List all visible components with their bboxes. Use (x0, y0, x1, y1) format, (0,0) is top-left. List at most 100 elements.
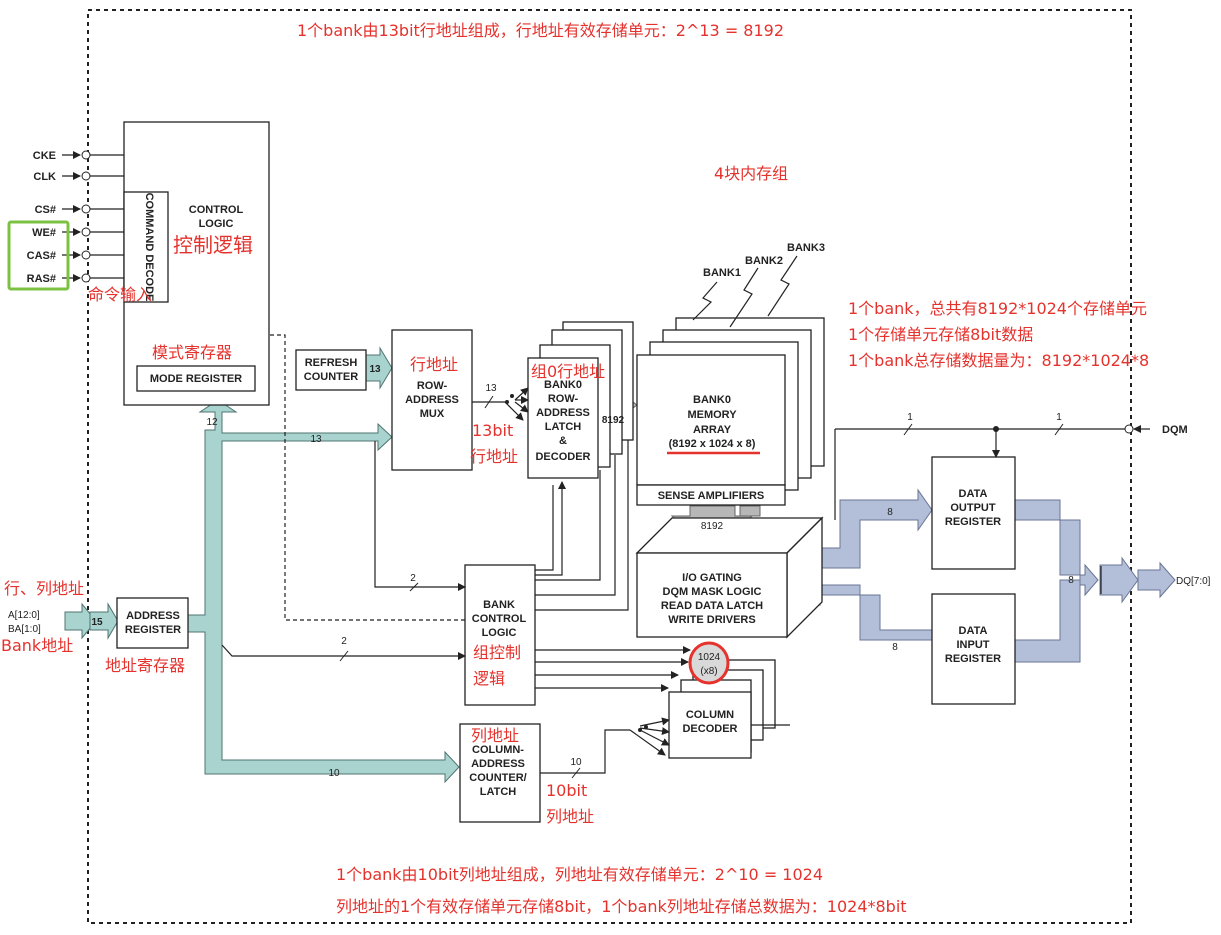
ras-label: RAS# (27, 273, 56, 285)
dout-label-3: REGISTER (945, 516, 1001, 528)
bank1-label: BANK1 (703, 267, 741, 279)
bank-ctrl-label-3: LOGIC (482, 627, 517, 639)
io-label-3: READ DATA LATCH (661, 600, 763, 612)
row-latch-label-2: ROW- (548, 393, 579, 405)
bank2-label: BANK2 (745, 255, 783, 267)
cke-label: CKE (33, 150, 56, 162)
address-register-block (116, 597, 189, 649)
column-width-highlight (688, 641, 730, 685)
bank-ctrl-label-2: CONTROL (472, 613, 527, 625)
anno-row-13bit: 13bit (472, 421, 513, 440)
anno-col-10bit: 10bit (546, 781, 587, 800)
anno-bank-control: 组控制 (473, 643, 521, 662)
address-bus (187, 399, 460, 784)
dout-label-2: OUTPUT (950, 502, 996, 514)
command-pins-highlight (7, 220, 70, 291)
width-12: 12 (206, 417, 218, 428)
width-13-row: 13 (485, 383, 497, 394)
control-logic-title-1: CONTROL (189, 204, 244, 216)
we-label: WE# (32, 227, 56, 239)
wires (62, 150, 1150, 779)
ba-pin-label: BA[1:0] (8, 624, 41, 635)
dqm-label: DQM (1162, 424, 1188, 436)
read-data-bus (802, 488, 933, 569)
width-2-row: 2 (410, 573, 416, 584)
anno-address-register: 地址寄存器 (105, 656, 185, 675)
anno-col-10bit-2: 列地址 (546, 807, 594, 826)
bank3-label: BANK3 (787, 242, 825, 254)
dq-bus-arrow-right (1137, 561, 1176, 599)
col-decoder-label-2: DECODER (682, 723, 737, 735)
refresh-label-1: REFRESH (305, 357, 358, 369)
col-decoder-label-1: COLUMN (686, 709, 734, 721)
dout-label-1: DATA (959, 488, 988, 500)
note-column-total: 列地址的1个有效存储单元存储8bit，1个bank列地址存储总数据为：1024*… (336, 897, 907, 916)
io-label-4: WRITE DRIVERS (668, 614, 755, 626)
anno-bank0-row: 组0行地址 (531, 362, 605, 381)
cas-label: CAS# (27, 250, 56, 262)
io-label-1: I/O GATING (682, 572, 742, 584)
clk-label: CLK (33, 171, 56, 183)
note-bank-capacity-2: 1个存储单元存储8bit数据 (848, 325, 1033, 344)
bank-control-logic-block (464, 564, 536, 706)
width-10-bus: 10 (328, 768, 340, 779)
row-latch-label-1: BANK0 (544, 379, 582, 391)
width-8-dq: 8 (1068, 575, 1074, 586)
control-logic-title-2: LOGIC (199, 218, 234, 230)
width-1-dqm-b: 1 (1056, 412, 1062, 423)
command-decode-block (123, 191, 169, 303)
anno-row-13bit-2: 行地址 (470, 447, 518, 466)
column-address-counter (459, 723, 541, 823)
mode-register-label: MODE REGISTER (150, 373, 242, 385)
width-8192-row: 8192 (602, 415, 625, 426)
width-2-bank: 2 (341, 636, 347, 647)
width-13-bus: 13 (310, 434, 322, 445)
io-label-2: DQM MASK LOGIC (663, 586, 762, 598)
note-bank-capacity-3: 1个bank总存储数据量为：8192*1024*8 (848, 351, 1149, 370)
width-1-dqm-a: 1 (907, 412, 913, 423)
anno-control-logic: 控制逻辑 (173, 233, 253, 257)
width-13-refresh: 13 (369, 364, 381, 375)
data-input-register (931, 593, 1016, 705)
bank0-label-3: ARRAY (693, 424, 732, 436)
width-8-read: 8 (887, 507, 893, 518)
io-gating-block (636, 552, 788, 638)
din-label-1: DATA (959, 625, 988, 637)
row-latch-bank0 (527, 357, 599, 479)
mode-register-block (136, 365, 256, 392)
addr-reg-label-2: REGISTER (125, 624, 181, 636)
col-width-label-2: (x8) (700, 666, 717, 677)
addr-pin-label: A[12:0] (8, 610, 40, 621)
anno-row-col-address: 行、列地址 (4, 579, 84, 598)
sense-amplifiers-block (636, 484, 786, 506)
row-mux-label-3: MUX (420, 408, 445, 420)
bank0-label-4: (8192 x 1024 x 8) (669, 438, 756, 450)
address-input-arrow-2 (89, 602, 119, 640)
note-row-address: 1个bank由13bit行地址组成，行地址有效存储单元：2^13 = 8192 (297, 21, 784, 40)
sense-io-bus-shadow (739, 505, 761, 517)
din-label-3: REGISTER (945, 653, 1001, 665)
width-8-write: 8 (892, 642, 898, 653)
col-counter-label-3: COUNTER/ (469, 772, 526, 784)
column-decoder-block (668, 691, 752, 759)
data-output-register (931, 456, 1016, 570)
note-column-address: 1个bank由10bit列地址组成，列地址有效存储单元：2^10 = 1024 (336, 865, 823, 884)
row-latch-label-5: & (559, 435, 567, 447)
anno-column-address: 列地址 (471, 726, 519, 745)
address-input-arrow (64, 602, 97, 640)
anno-row-address: 行地址 (410, 355, 458, 374)
sense-amps-label: SENSE AMPLIFIERS (658, 490, 765, 502)
anno-bank-address: Bank地址 (1, 636, 73, 655)
anno-mode-register: 模式寄存器 (152, 343, 232, 362)
cs-label: CS# (35, 204, 56, 216)
col-counter-label-2: ADDRESS (471, 758, 525, 770)
width-10-col: 10 (570, 757, 582, 768)
dq-bus-arrow-left (1099, 556, 1139, 604)
anno-command-input: 命令输入 (88, 285, 152, 304)
row-mux-label-2: ADDRESS (405, 394, 459, 406)
bank0-label-1: BANK0 (693, 394, 731, 406)
row-latch-label-6: DECODER (535, 451, 590, 463)
bank0-label-2: MEMORY (687, 409, 737, 421)
